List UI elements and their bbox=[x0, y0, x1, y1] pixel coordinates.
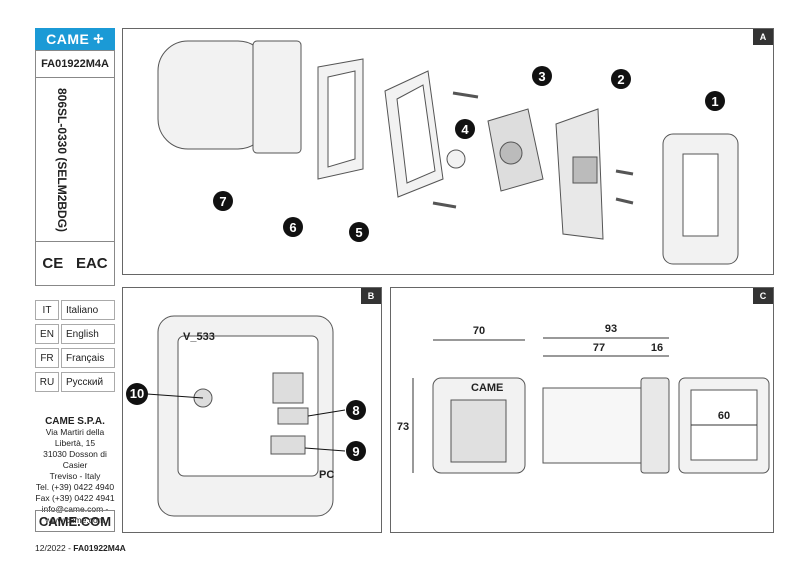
company-address: CAME S.P.A. Via Martiri della Libertà, 1… bbox=[35, 416, 115, 526]
came-logo: CAME✢ bbox=[35, 28, 115, 50]
doc-code: FA01922M4A bbox=[35, 50, 115, 78]
panel-tag: A bbox=[753, 29, 773, 45]
certifications: CE EAC bbox=[35, 242, 115, 286]
dim-77: 77 bbox=[593, 342, 605, 354]
callout-8 bbox=[346, 400, 366, 420]
callout-2-label: 2 bbox=[617, 72, 624, 87]
language-name: Italiano bbox=[61, 300, 115, 320]
model-box bbox=[35, 78, 115, 242]
board-label: V_533 bbox=[183, 331, 215, 343]
front-window bbox=[450, 399, 507, 463]
terminal-block bbox=[270, 435, 306, 455]
panel-tag: B bbox=[361, 288, 381, 304]
callout-7 bbox=[213, 191, 233, 211]
footer-code: FA01922M4A bbox=[73, 543, 126, 553]
language-code: RU bbox=[35, 372, 59, 392]
dip-switch bbox=[277, 407, 309, 425]
callout-10 bbox=[126, 383, 148, 405]
callout-2 bbox=[611, 69, 631, 89]
callout-5-label: 5 bbox=[355, 225, 362, 240]
side-body bbox=[542, 387, 644, 464]
company-name: CAME S.P.A. bbox=[45, 416, 105, 427]
callout-8-label: 8 bbox=[352, 403, 359, 418]
callout-9 bbox=[346, 441, 366, 461]
logo-text: CAME bbox=[46, 31, 90, 47]
dim-73: 73 bbox=[397, 421, 409, 433]
model-name: 806SL-0330 (SELM2BDG) bbox=[55, 87, 69, 233]
leader-8 bbox=[307, 409, 346, 417]
language-name: Русский bbox=[61, 372, 115, 392]
circuit-board-diagram: V_533 PC 8 9 10 bbox=[126, 315, 366, 517]
screw-right-top bbox=[615, 169, 634, 176]
callout-3 bbox=[532, 66, 552, 86]
gasket-hole bbox=[327, 70, 356, 168]
language-name: English bbox=[61, 324, 115, 344]
language-code: FR bbox=[35, 348, 59, 368]
site-link[interactable]: CAME.COM bbox=[35, 510, 115, 532]
leader-10 bbox=[146, 393, 204, 399]
chip bbox=[272, 372, 304, 404]
dim-93: 93 bbox=[605, 323, 617, 335]
housing-flange bbox=[252, 40, 302, 154]
language-code: EN bbox=[35, 324, 59, 344]
screw-bottom bbox=[432, 201, 457, 209]
housing-body bbox=[157, 40, 269, 150]
cover-window bbox=[682, 153, 719, 237]
callout-3-label: 3 bbox=[538, 69, 545, 84]
ce-mark: CE bbox=[42, 255, 64, 272]
email[interactable]: info@came.com - bbox=[41, 504, 109, 514]
frame-hole bbox=[396, 84, 436, 184]
callout-1-label: 1 bbox=[711, 94, 718, 109]
dimensions-diagram: CAME 70 93 77 16 73 60 bbox=[397, 323, 770, 474]
panel-c: C CAME 70 93 77 16 73 60 bbox=[390, 287, 774, 533]
website[interactable]: www.came.com bbox=[45, 515, 105, 525]
pc-label: PC bbox=[319, 469, 334, 481]
panel-tag: C bbox=[753, 288, 773, 304]
footer-date: 12/2022 - bbox=[35, 543, 74, 553]
callout-1 bbox=[705, 91, 725, 111]
address-line: Treviso - Italy bbox=[49, 471, 101, 481]
callout-6-label: 6 bbox=[289, 220, 296, 235]
dim-60: 60 bbox=[718, 410, 730, 422]
address-line: Via Martiri della bbox=[45, 427, 105, 437]
dim-16: 16 bbox=[651, 342, 663, 354]
fax: Fax (+39) 0422 4941 bbox=[35, 493, 115, 503]
reader-core bbox=[499, 141, 523, 165]
screw-right-bottom bbox=[615, 197, 634, 205]
nfc-window bbox=[572, 156, 598, 184]
language-code: IT bbox=[35, 300, 59, 320]
side-front bbox=[640, 377, 670, 474]
callout-9-label: 9 bbox=[352, 444, 359, 459]
leader-9 bbox=[304, 447, 346, 452]
panel-a: A bbox=[122, 28, 774, 275]
callout-4-label: 4 bbox=[461, 122, 469, 137]
address-line: 31030 Dosson di Casier bbox=[43, 449, 107, 470]
exploded-view-diagram: 1 2 3 4 5 6 7 bbox=[157, 40, 739, 265]
eac-mark: EAC bbox=[75, 255, 108, 272]
callout-7-label: 7 bbox=[219, 194, 226, 209]
logo-cross-icon: ✢ bbox=[93, 32, 104, 46]
dim-70: 70 bbox=[473, 325, 485, 337]
callout-6 bbox=[283, 217, 303, 237]
screw-top bbox=[452, 91, 479, 99]
panel-b: B V_533 PC 8 9 10 bbox=[122, 287, 382, 533]
language-name: Français bbox=[61, 348, 115, 368]
address-line: Libertà, 15 bbox=[54, 438, 96, 448]
front-brand: CAME bbox=[471, 382, 503, 394]
telephone: Tel. (+39) 0422 4940 bbox=[35, 482, 115, 492]
callout-10-label: 10 bbox=[130, 386, 144, 401]
callout-5 bbox=[349, 222, 369, 242]
callout-4 bbox=[455, 119, 475, 139]
footer: 12/2022 - FA01922M4A bbox=[35, 543, 126, 553]
knob bbox=[446, 149, 466, 169]
